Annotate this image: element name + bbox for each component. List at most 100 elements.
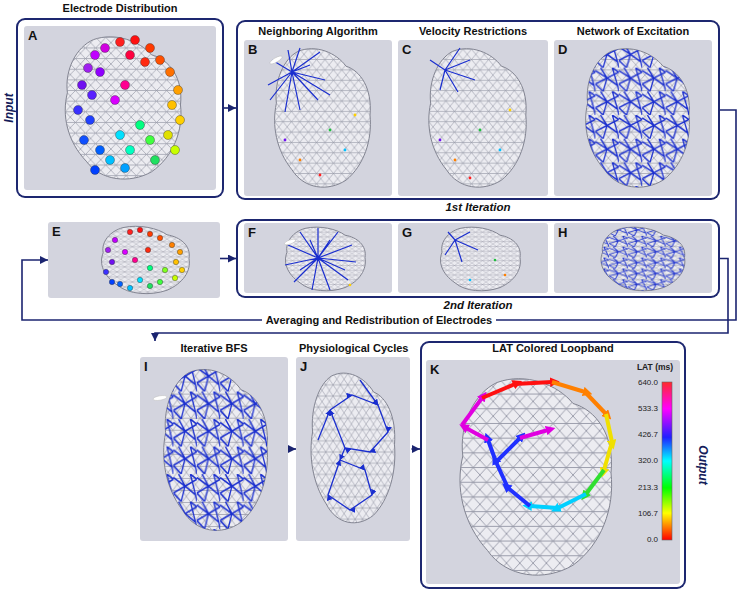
electrode-dots (174, 86, 183, 95)
atrium-mesh (164, 369, 268, 530)
atrium-mesh (311, 373, 395, 523)
electrode-dots (166, 68, 175, 77)
sparse-dots (469, 177, 472, 180)
atrium-mesh (102, 226, 190, 293)
iteration-group: Neighboring AlgorithmBVelocity Restricti… (236, 20, 720, 200)
panel-ground (398, 40, 548, 196)
position-pointer (153, 395, 168, 402)
panel-letter: B (248, 42, 257, 57)
electrode-dots (109, 279, 114, 284)
electrode-dots (169, 242, 174, 247)
atrium-mesh (311, 373, 395, 523)
sparse-dots (509, 109, 512, 112)
iteration-group: FGH2nd Iteration (236, 219, 720, 298)
neighbor-lines (268, 48, 478, 290)
electrode-dots (116, 38, 125, 47)
image-panel: G (398, 223, 548, 293)
atrium-mesh (164, 369, 268, 530)
panel-title: Physiological Cycles (299, 342, 408, 354)
electrode-dots (121, 81, 130, 90)
loopband (586, 470, 604, 494)
position-pointer (284, 238, 297, 246)
atrium-mesh (460, 379, 612, 575)
input-panel: AElectrode Distribution (16, 18, 224, 198)
panel-ground (24, 26, 216, 190)
electrode-dots (147, 231, 152, 236)
electrode-dots (145, 247, 150, 252)
atrium-mesh (586, 49, 690, 187)
panel-title: Network of Excitation (577, 25, 689, 37)
electrode-dots (88, 91, 97, 100)
flow-arrow (220, 258, 236, 260)
electrode-dots (147, 265, 152, 270)
physiological-cycles (340, 448, 345, 460)
panel-ground (140, 357, 288, 541)
electrode-dots (171, 146, 180, 155)
electrode-dots (116, 131, 125, 140)
electrode-dots (137, 277, 142, 282)
physiological-cycles (318, 380, 388, 510)
atrium-mesh (286, 227, 366, 291)
panel-letter: E (52, 224, 61, 239)
loopband (585, 392, 606, 414)
sparse-dots (344, 149, 347, 152)
panel-ground (24, 26, 712, 584)
sparse-dots (329, 129, 332, 132)
electrode-dots (84, 64, 93, 73)
flow-arrow (224, 107, 236, 109)
sparse-dots (299, 159, 302, 162)
electrode-dots (177, 249, 182, 254)
electrode-dots (101, 44, 110, 53)
electrode-dots (132, 257, 137, 262)
sparse-dots (504, 274, 507, 277)
electrode-dots (96, 68, 105, 77)
excitation-network (164, 49, 690, 531)
panel-ground (554, 40, 712, 196)
electrode-dots (91, 166, 100, 175)
physiological-cycles (328, 460, 372, 510)
neighbor-lines (285, 228, 356, 290)
image-panel: F (244, 223, 392, 293)
electrode-dots (86, 116, 95, 125)
edge-label: Averaging and Redistribution of Electrod… (262, 314, 496, 326)
electrode-dots (147, 283, 152, 288)
electrode-dots (157, 235, 162, 240)
electrode-dots (176, 116, 185, 125)
atrium-mesh (601, 227, 685, 291)
image-panel: Physiological CyclesJ (296, 341, 411, 541)
panel-letter: D (558, 42, 567, 57)
panel-letter: F (248, 225, 256, 240)
electrode-dots (136, 121, 145, 130)
atrium-mesh (275, 49, 371, 187)
loopband (462, 398, 482, 425)
image-panel: Neighboring AlgorithmB (244, 24, 392, 196)
sparse-dots (454, 159, 457, 162)
flow-arrow (22, 110, 736, 320)
loopband (558, 494, 586, 508)
electrode-dots (103, 269, 108, 274)
image-panel: Velocity RestrictionsC (398, 24, 548, 196)
sparse-dots (469, 279, 472, 282)
electrode-dots (137, 227, 142, 232)
panel-ground (244, 223, 392, 293)
panel-letter: J (300, 359, 307, 374)
electrode-dots (74, 106, 83, 115)
electrode-dots (111, 96, 120, 105)
colorbar-tick: 0.0 (647, 535, 658, 544)
image-panel: E (48, 222, 220, 298)
panel-letter: A (28, 28, 37, 43)
electrode-dots (141, 58, 150, 67)
electrode-dots (131, 36, 140, 45)
sparse-dots (479, 129, 482, 132)
panel-title: Neighboring Algorithm (258, 25, 377, 37)
electrode-dots (162, 267, 167, 272)
side-label: Output (696, 445, 710, 484)
panel-letter: G (402, 225, 412, 240)
electrode-dots (91, 51, 100, 60)
electrode-dots (127, 229, 132, 234)
image-panel: Network of ExcitationD (554, 24, 712, 196)
electrode-dots (117, 281, 122, 286)
atrium-mesh (65, 37, 689, 575)
atrium-mesh (275, 49, 371, 187)
